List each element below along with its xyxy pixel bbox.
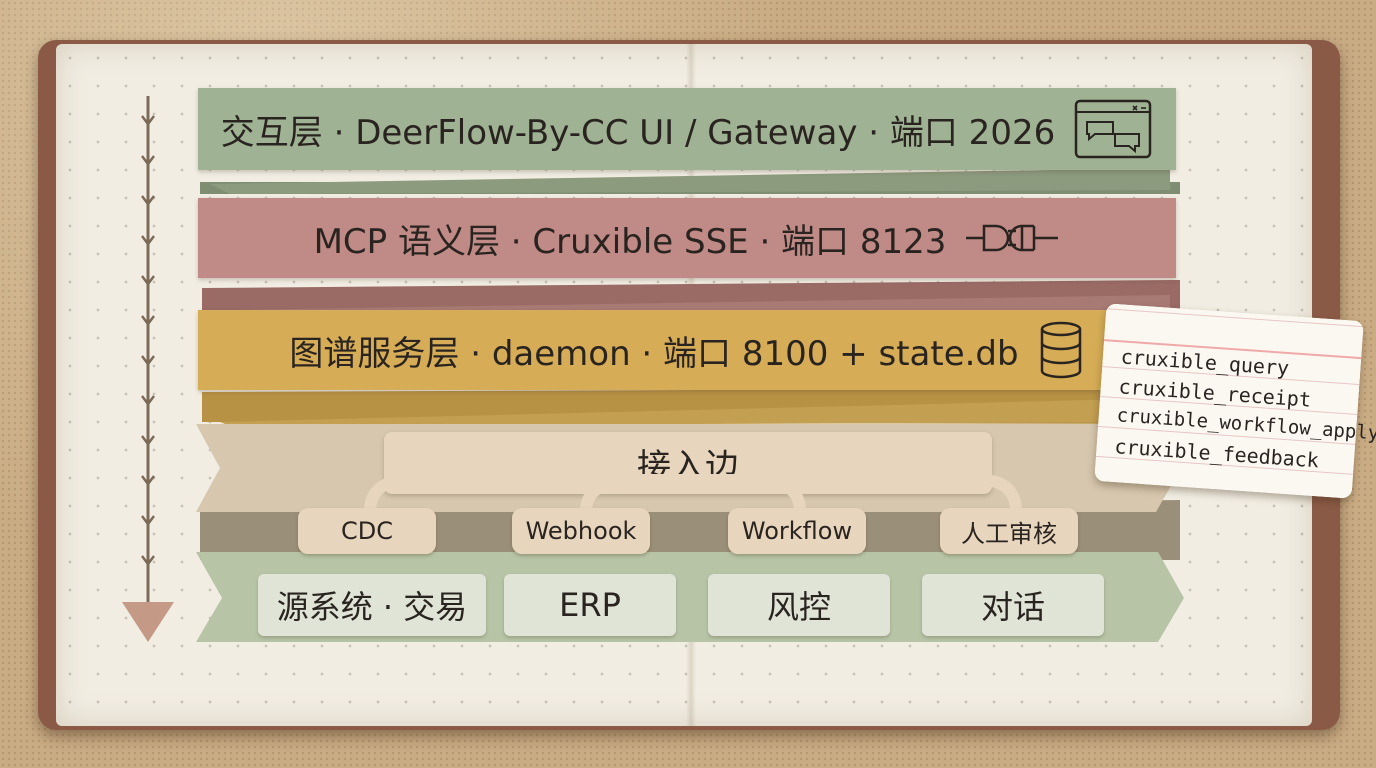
connector-lines (364, 474, 1022, 518)
source-trading: 源系统 · 交易 (258, 574, 486, 636)
connector-cdc: CDC (298, 508, 436, 554)
connector-workflow: Workflow (728, 508, 866, 554)
connector-manual-review: 人工审核 (940, 508, 1078, 554)
down-arrow-icon (122, 96, 174, 642)
mcp-layer: MCP 语义层 · Cruxible SSE · 端口 8123 (198, 198, 1176, 278)
plug-icon (964, 218, 1060, 258)
connector-webhook-label: Webhook (525, 517, 637, 545)
database-icon (1037, 320, 1085, 380)
graph-service-layer: 图谱服务层 · daemon · 端口 8100 + state.db (198, 310, 1176, 390)
source-erp-label: ERP (559, 586, 621, 624)
source-dialogue-label: 对话 (980, 588, 1045, 626)
source-erp: ERP (504, 574, 676, 636)
source-dialogue: 对话 (922, 574, 1104, 636)
tools-card: cruxible_query cruxible_receipt cruxible… (1094, 303, 1376, 499)
connector-manual-review-label: 人工审核 (961, 519, 1057, 548)
connector-webhook: Webhook (512, 508, 650, 554)
connector-workflow-label: Workflow (741, 517, 853, 545)
ribbon-folds (200, 168, 1180, 560)
interaction-layer-label: 交互层 · DeerFlow-By-CC UI / Gateway · 端口 2… (220, 112, 1056, 153)
connector-cdc-label: CDC (341, 517, 393, 545)
graph-service-layer-label: 图谱服务层 · daemon · 端口 8100 + state.db (289, 333, 1019, 374)
tool-item: cruxible_feedback (1113, 434, 1320, 473)
chat-window-icon (1073, 98, 1153, 160)
interaction-layer: 交互层 · DeerFlow-By-CC UI / Gateway · 端口 2… (198, 88, 1176, 170)
source-risk-label: 风控 (766, 588, 831, 626)
mcp-layer-label: MCP 语义层 · Cruxible SSE · 端口 8123 (313, 221, 947, 262)
source-trading-label: 源系统 · 交易 (276, 588, 468, 626)
tool-item: cruxible_query (1120, 344, 1290, 381)
source-risk: 风控 (708, 574, 890, 636)
